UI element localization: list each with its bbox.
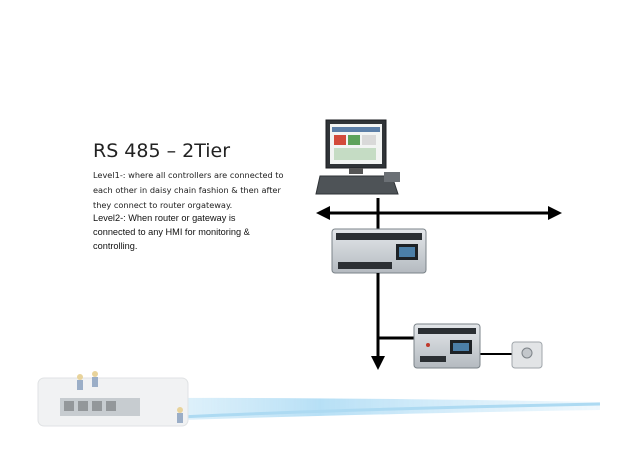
room-sensor: [511, 341, 543, 369]
hmi-computer: [315, 119, 400, 195]
wall-sensor-icon: [511, 341, 543, 369]
level2-description: Level2-: When router or gateway is conne…: [93, 211, 303, 253]
level1-line-3: they connect to router orgateway.: [93, 200, 233, 210]
router-gateway-controller: [331, 228, 427, 274]
network-switch-with-workers-icon: [37, 371, 601, 427]
level2-line-1: Level2-: When router or gateway is: [93, 213, 236, 223]
controller-module-icon: [331, 228, 427, 274]
desktop-computer-icon: [315, 119, 400, 195]
level2-line-2: connected to any HMI for monitoring &: [93, 227, 250, 237]
field-controller: [413, 323, 481, 369]
controller-module-icon: [413, 323, 481, 369]
level1-line-1: Level1-: where all controllers are conne…: [93, 170, 284, 180]
slide-title: RS 485 – 2Tier: [93, 140, 231, 162]
level2-line-3: controlling.: [93, 241, 138, 251]
level1-line-2: each other in daisy chain fashion & then…: [93, 185, 281, 195]
field-bus: [371, 273, 512, 370]
rs485-bus: [316, 198, 562, 230]
level1-description: Level1-: where all controllers are conne…: [93, 168, 303, 213]
